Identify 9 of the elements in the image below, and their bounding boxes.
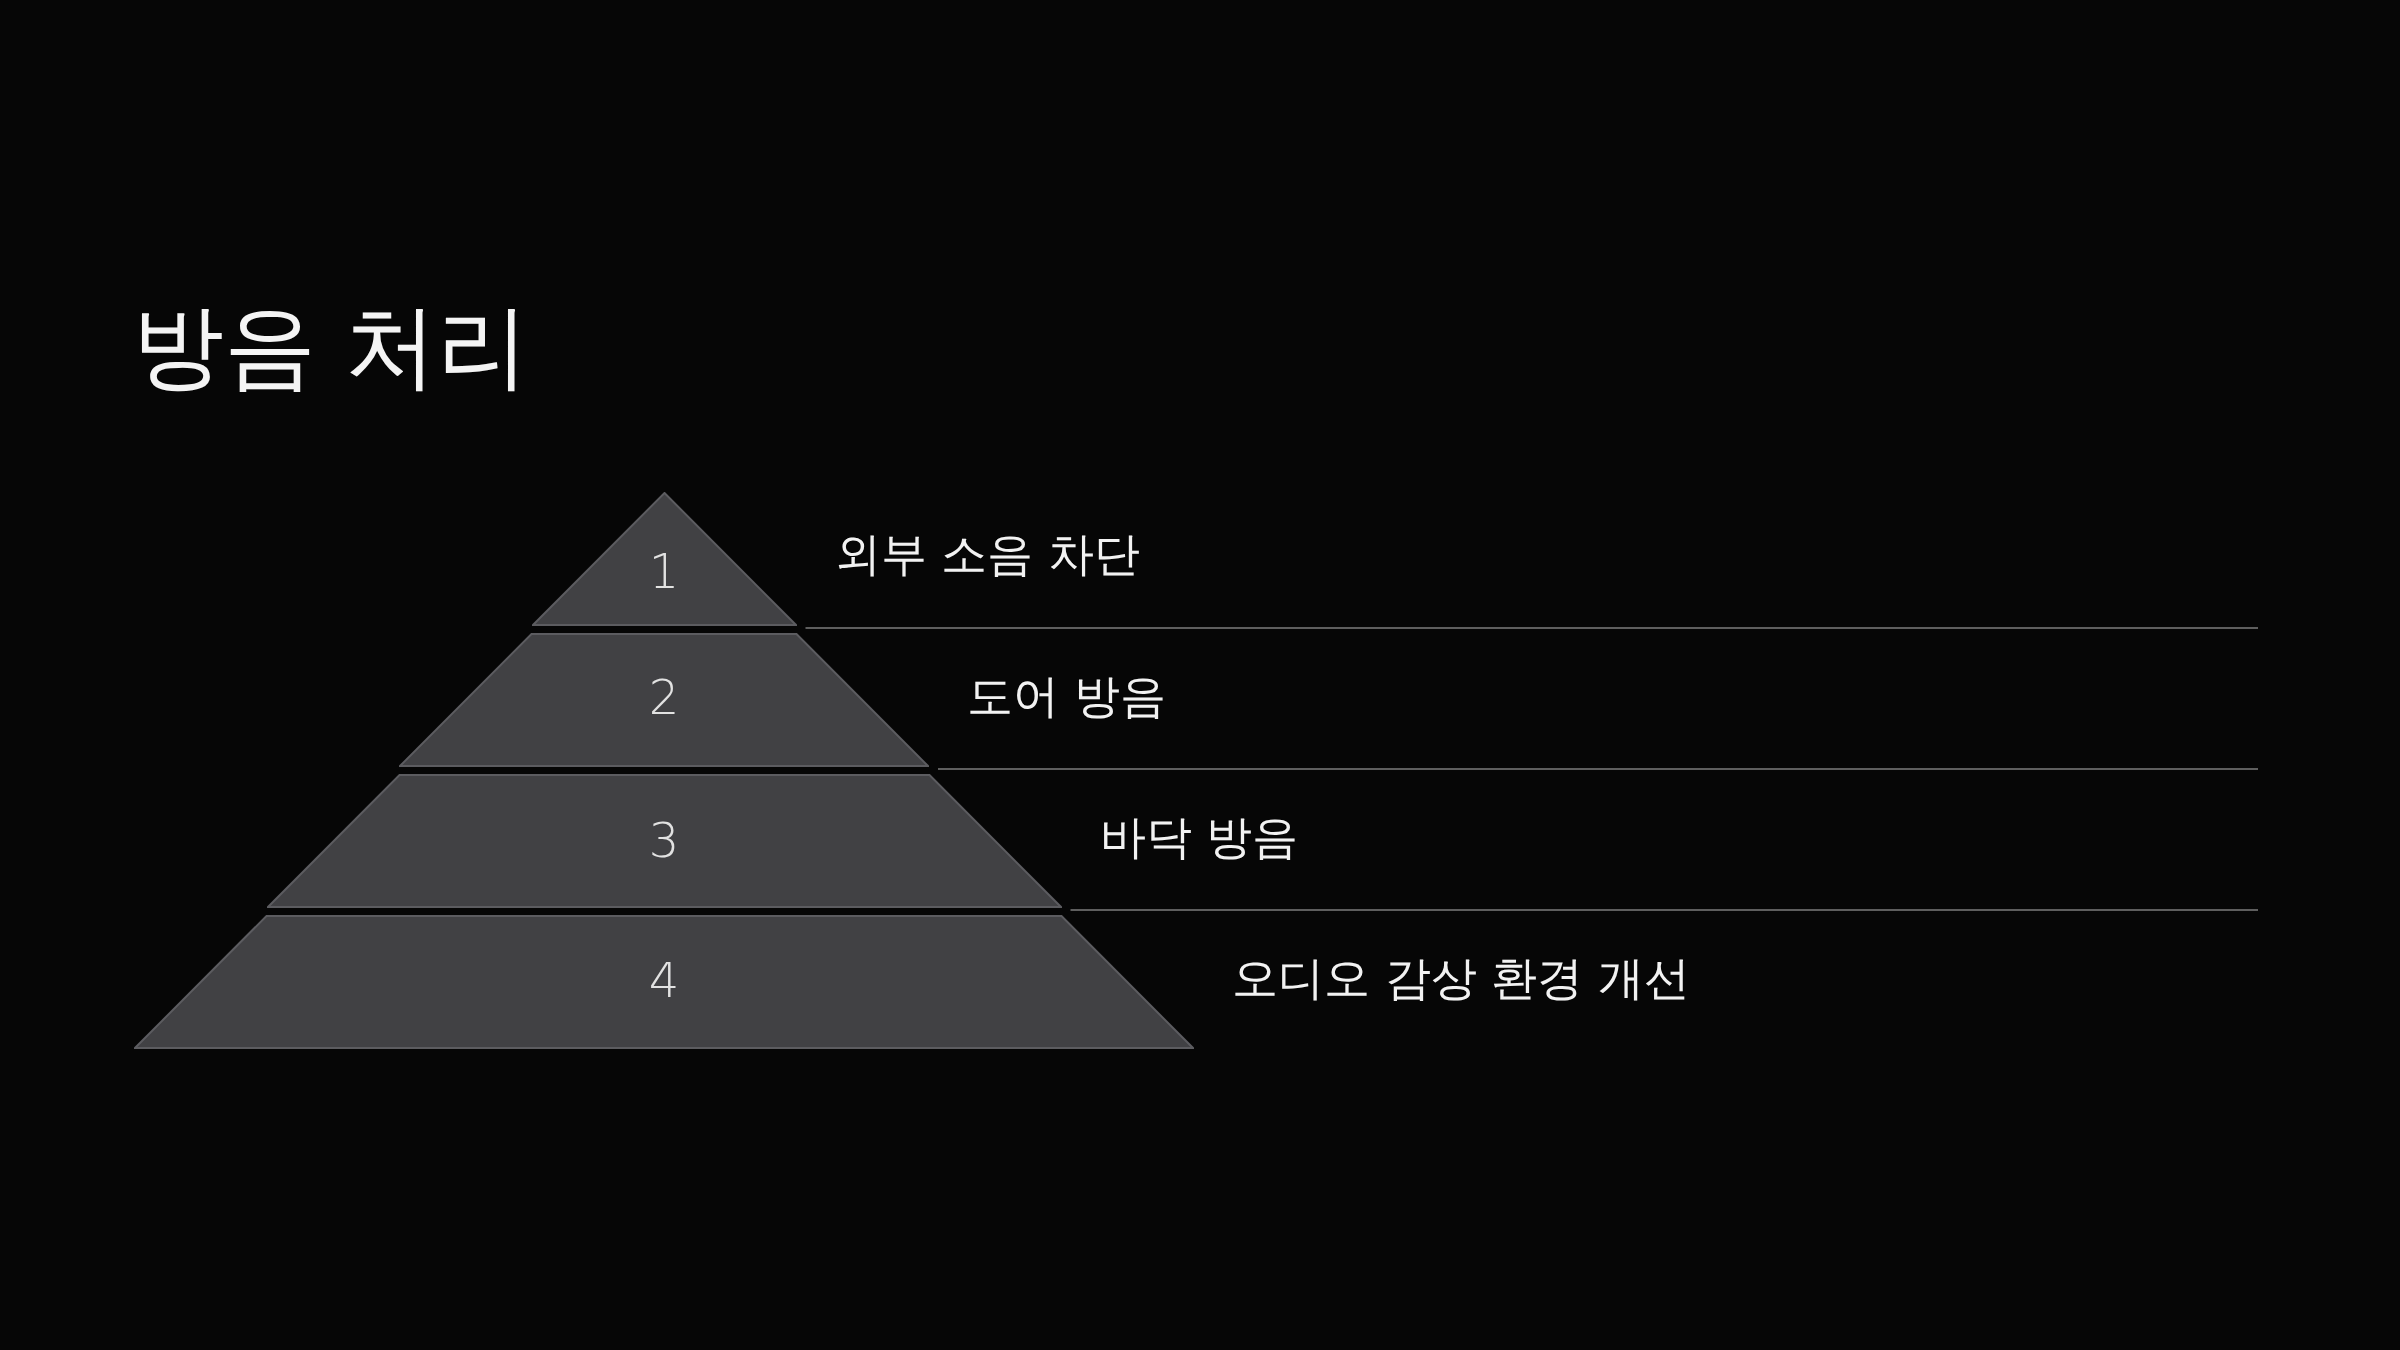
layer-number: 2 <box>648 673 680 721</box>
layer-label: 도어 방음 <box>967 670 1166 722</box>
layer-number: 3 <box>648 816 680 864</box>
layer-label: 외부 소음 차단 <box>834 528 1140 580</box>
layer-label: 오디오 감상 환경 개선 <box>1232 952 1690 1004</box>
slide-title: 방음 처리 <box>132 296 530 398</box>
layer-number: 1 <box>648 547 680 595</box>
layer-label: 바닥 방음 <box>1099 811 1299 863</box>
layer-number: 4 <box>648 956 680 1004</box>
